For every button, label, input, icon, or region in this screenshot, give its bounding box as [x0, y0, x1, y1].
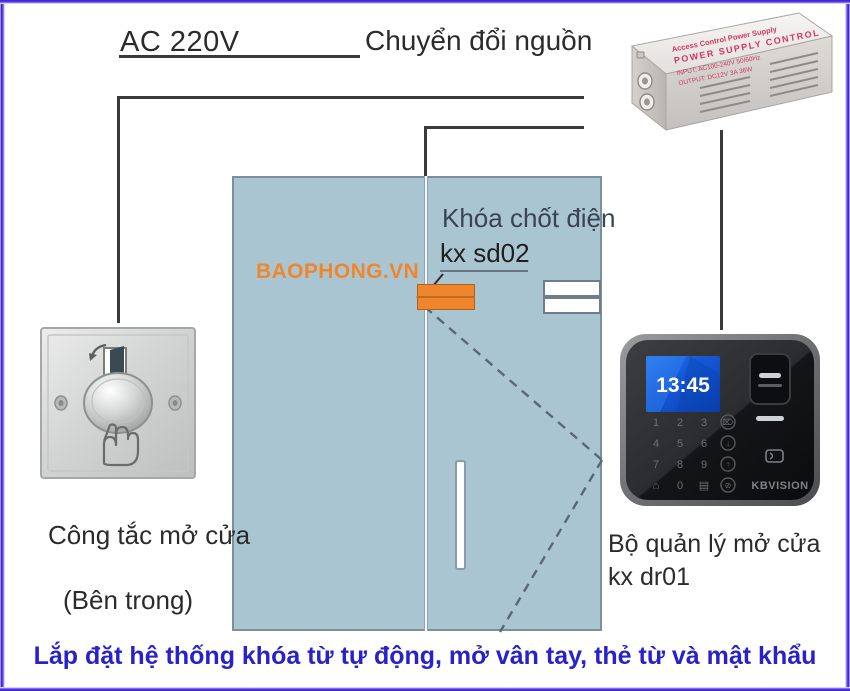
terminal-clock: 13:45 — [656, 374, 710, 397]
status-led-bar — [756, 416, 784, 421]
power-supply-unit: Access Control Power Supply POWER SUPPLY… — [630, 12, 834, 132]
svg-text:⊘: ⊘ — [725, 481, 732, 490]
svg-text:7: 7 — [653, 459, 659, 471]
frame-border-bottom — [0, 687, 850, 691]
ac-power-underline — [119, 55, 360, 58]
keypad: 1 2 3 4 5 6 7 8 9 0 ⌂ ▤ — [653, 417, 710, 492]
terminal-screen — [646, 356, 720, 412]
press-hand-icon — [102, 423, 140, 467]
svg-text:6: 6 — [701, 438, 707, 450]
svg-text:⌦: ⌦ — [722, 418, 734, 427]
door-leaf-divider — [424, 176, 428, 631]
svg-text:▤: ▤ — [699, 480, 709, 492]
lock-model-underline — [440, 270, 528, 272]
label-lock-name: Khóa chốt điện — [442, 203, 616, 233]
svg-text:5: 5 — [677, 438, 683, 450]
label-exit-switch-location: (Bên trong) — [63, 585, 194, 615]
strike-plate-lower — [543, 297, 601, 314]
svg-text:9: 9 — [701, 459, 707, 471]
label-controller-model: kx dr01 — [608, 563, 690, 591]
svg-text:↑: ↑ — [726, 460, 730, 469]
access-control-terminal[interactable]: 13:45 1 2 3 4 5 6 7 8 9 0 ⌂ ▤ ⌦ ↓ ↑ ⊘ KBVISION — [616, 328, 824, 510]
exit-push-button[interactable] — [38, 323, 198, 488]
wire-ac-top-horizontal — [117, 96, 584, 99]
strike-plate-upper — [543, 280, 601, 297]
frame-border-left — [0, 0, 5, 691]
svg-text:8: 8 — [677, 459, 683, 471]
label-ac-power: AC 220V — [120, 26, 240, 58]
frame-border-top — [0, 0, 850, 4]
door-handle[interactable] — [455, 460, 466, 570]
wire-lock-horizontal — [424, 126, 584, 129]
label-power-converter: Chuyển đổi nguồn — [365, 25, 593, 56]
svg-text:1: 1 — [653, 417, 659, 429]
svg-text:0: 0 — [677, 480, 683, 492]
frame-border-right — [845, 0, 850, 691]
label-exit-switch: Công tắc mở cửa — [48, 520, 251, 550]
svg-text:2: 2 — [677, 417, 683, 429]
svg-text:↓: ↓ — [726, 439, 730, 448]
svg-text:4: 4 — [653, 438, 659, 450]
wire-ac-left-vertical — [117, 96, 120, 323]
diagram-caption: Lắp đặt hệ thống khóa từ tự động, mở vân… — [33, 642, 817, 670]
glass-door-panel — [232, 176, 602, 631]
fingerprint-sensor — [749, 353, 791, 405]
watermark-text: BAOPHONG.VN — [256, 260, 420, 283]
card-reader-icon — [765, 449, 784, 463]
label-lock-model: kx sd02 — [440, 238, 530, 268]
electric-bolt-lock-seam — [417, 296, 475, 298]
door-open-icon — [89, 343, 127, 381]
function-keys — [720, 414, 736, 493]
svg-text:3: 3 — [701, 417, 707, 429]
terminal-brand: KBVISION — [751, 480, 808, 492]
label-controller-name: Bộ quản lý mở cửa — [608, 530, 821, 558]
wire-controller-vertical — [720, 130, 723, 330]
svg-text:⌂: ⌂ — [653, 480, 660, 492]
